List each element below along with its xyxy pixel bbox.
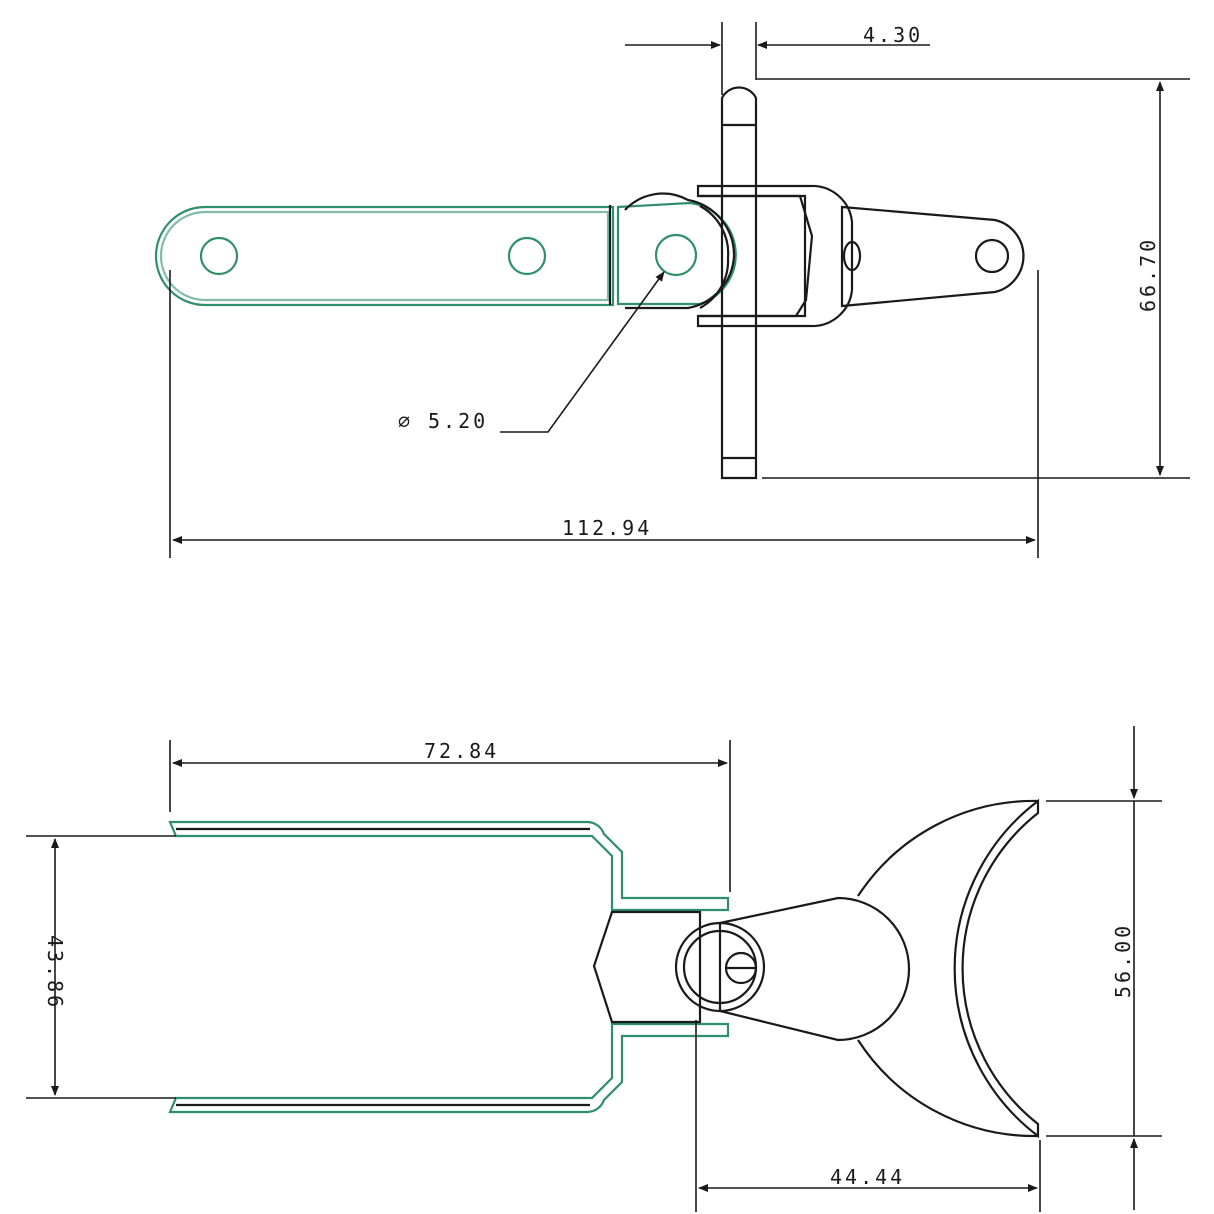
dim-length-label: 112.94: [562, 516, 652, 540]
dim-hole: ∅ 5.20: [398, 271, 665, 433]
dim-length: 112.94: [169, 270, 1039, 558]
strap-hole-2: [507, 236, 547, 276]
dim-pin-width: 4.30: [625, 22, 930, 95]
dim-hook-height: 56.00: [1046, 726, 1162, 1210]
top-view: 4.30 66.70 ∅ 5.20 112.94: [154, 22, 1190, 558]
dim-hole-label: 5.20: [428, 409, 488, 433]
top-strap: [154, 192, 737, 310]
strap-hole-1: [199, 236, 239, 276]
bottom-strap: [168, 820, 730, 1114]
dim-pin-width-label: 4.30: [863, 23, 923, 47]
dim-height: 66.70: [756, 78, 1190, 479]
dim-height-label: 66.70: [1136, 237, 1160, 312]
top-pin: [720, 86, 758, 480]
dim-hook-height-label: 56.00: [1111, 923, 1135, 998]
dim-strap-spread: 43.86: [26, 835, 176, 1099]
latch-hole: [974, 238, 1010, 274]
bottom-curved-hook: [857, 798, 1040, 1139]
bottom-arm: [718, 896, 911, 1042]
arm-screw: [724, 951, 758, 985]
latch-slot: [842, 240, 862, 272]
bottom-view: 72.84 43.86 56.00 44.44: [26, 726, 1162, 1212]
dim-hole-symbol: ∅: [398, 409, 413, 433]
dim-strap-spread-label: 43.86: [43, 935, 67, 1010]
strap-pin-hole: [654, 233, 698, 277]
dim-hook-length: 44.44: [695, 1020, 1041, 1212]
top-latch-body: [696, 184, 1025, 328]
dim-hook-length-label: 44.44: [830, 1165, 905, 1189]
dim-strap-length: 72.84: [169, 739, 731, 892]
dim-strap-length-label: 72.84: [424, 739, 499, 763]
